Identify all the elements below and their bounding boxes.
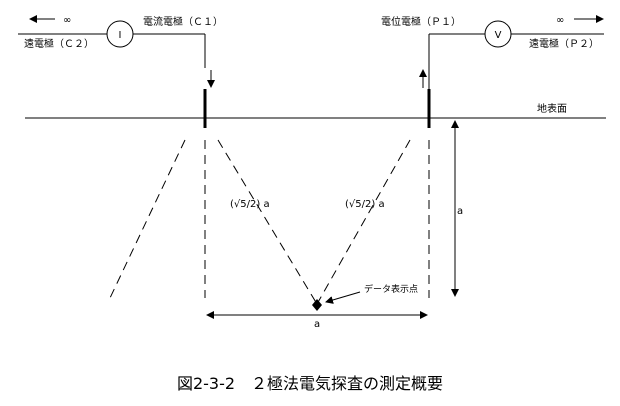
current-electrode-label: 電流電極（Ｃ１） bbox=[143, 15, 223, 28]
figure-caption: 図2-3-2 ２極法電気探査の測定概要 bbox=[177, 374, 443, 393]
distance-left-label: (√5/2) a bbox=[230, 199, 270, 210]
dashed-outer-left bbox=[109, 139, 186, 299]
data-point-label: データ表示点 bbox=[364, 283, 418, 295]
ammeter-label: I bbox=[119, 30, 122, 41]
infinity-left-label: ∞ bbox=[63, 15, 71, 26]
distance-right-label: (√5/2) a bbox=[345, 199, 385, 210]
depth-a-label: a bbox=[457, 206, 463, 217]
dashed-p1-to-point bbox=[316, 139, 411, 305]
remote-p2-label: 遠電極（Ｐ２） bbox=[529, 37, 599, 50]
remote-c2-label: 遠電極（Ｃ２） bbox=[24, 37, 94, 50]
dashed-c1-to-point bbox=[217, 139, 318, 305]
data-point-marker bbox=[312, 299, 322, 311]
potential-electrode-label: 電位電極（Ｐ１） bbox=[381, 15, 461, 28]
infinity-right-label: ∞ bbox=[556, 15, 564, 26]
voltmeter-label: V bbox=[495, 30, 502, 41]
spacing-a-label: a bbox=[314, 319, 320, 330]
data-point-pointer bbox=[325, 291, 361, 304]
ground-surface-label: 地表面 bbox=[537, 102, 567, 115]
